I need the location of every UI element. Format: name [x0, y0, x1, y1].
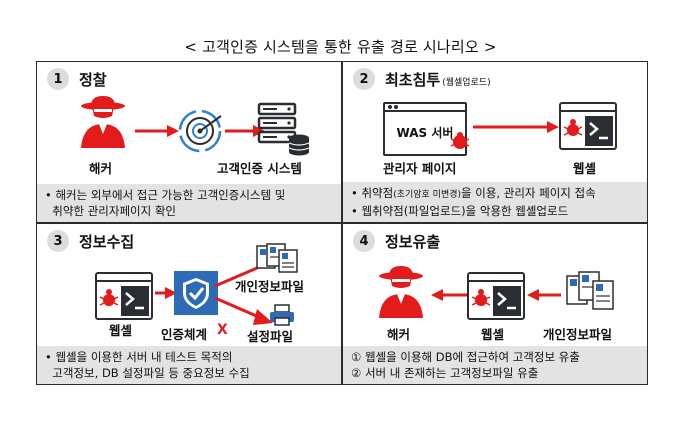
- panel-initial-access: 2 최초침투(웹셀업로드) WAS 서버 관리자 페이지 웹셸 • 취: [342, 61, 648, 223]
- shield-check-icon: [174, 271, 218, 315]
- desc-text: • 취약점: [351, 186, 394, 200]
- step-title: 정찰: [79, 70, 107, 89]
- step-number: 2: [353, 68, 375, 90]
- arrow-icon: [225, 125, 265, 137]
- bug-icon: [450, 132, 470, 149]
- step-header: 2 최초침투(웹셀업로드): [353, 68, 491, 90]
- personal-info-file-label: 개인정보파일: [543, 327, 613, 342]
- desc-line: • 해커는 외부에서 접근 가능한 고객인증시스템 및: [45, 188, 286, 202]
- desc-line: • 웹셸을 이용한 서버 내 테스트 목적의: [45, 350, 233, 364]
- auth-system-label: 인증체계: [161, 327, 208, 342]
- step-number: 4: [353, 230, 375, 252]
- webshell-terminal-icon: [95, 272, 153, 320]
- document-files-icon: [256, 243, 298, 273]
- panel-description: ① 웹셸을 이용해 DB에 접근하여 고객정보 유출 ② 서버 내 존재하는 고…: [343, 346, 647, 384]
- arrow-icon: [473, 121, 559, 133]
- panel-collection: 3 정보수집 웹셸 인증체계 X: [36, 223, 342, 385]
- panel-description: • 취약점(초기암호 미변경)을 이용, 관리자 페이지 접속 • 웹취약점(파…: [343, 182, 647, 222]
- desc-line: 취약한 관리자페이지 확인: [45, 204, 177, 218]
- desc-line: ② 서버 내 존재하는 고객정보파일 유출: [351, 366, 539, 380]
- desc-note: (초기암호 미변경): [393, 190, 462, 200]
- desc-line: • 취약점(초기암호 미변경)을 이용, 관리자 페이지 접속: [351, 185, 639, 203]
- window-dot: [388, 105, 392, 109]
- desc-text: 을 이용, 관리자 페이지 접속: [461, 186, 596, 200]
- step-number: 3: [47, 230, 69, 252]
- was-server-window: WAS 서버: [383, 102, 467, 156]
- system-label: 고객인증 시스템: [217, 161, 302, 176]
- blocked-x-mark: X: [217, 322, 228, 338]
- panel-description: • 해커는 외부에서 접근 가능한 고객인증시스템 및 취약한 관리자페이지 확…: [37, 184, 341, 222]
- step-header: 1 정찰: [47, 68, 107, 90]
- step-header: 3 정보수집: [47, 230, 134, 252]
- step-title-text: 최초침투: [385, 70, 441, 89]
- panel-exfiltration: 4 정보유출 해커 웹셸: [342, 223, 648, 385]
- step-subtitle: (웹셀업로드): [442, 77, 491, 88]
- panel-description: • 웹셸을 이용한 서버 내 테스트 목적의 고객정보, DB 설정파일 등 중…: [37, 346, 341, 384]
- hacker-icon: [379, 266, 423, 318]
- arrow-left-icon: [431, 289, 467, 301]
- panel-recon: 1 정찰 해커 고객인증 시스템 • 해커는 외부에서: [36, 61, 342, 223]
- hacker-label: 해커: [387, 327, 411, 342]
- desc-line: • 웹취약점(파일업로드)을 악용한 웹셸업로드: [351, 204, 569, 218]
- window-dot: [394, 105, 398, 109]
- server-database-icon: [257, 102, 310, 156]
- diagram-title: < 고객인증 시스템을 통한 유출 경로 시나리오 >: [184, 38, 497, 56]
- arrow-icon: [135, 125, 179, 137]
- target-scan-icon: [178, 109, 222, 153]
- document-files-icon: [566, 271, 614, 310]
- webshell-label: 웹셸: [481, 327, 505, 342]
- hacker-label: 해커: [89, 161, 113, 176]
- was-server-label: WAS 서버: [396, 126, 454, 140]
- step-number: 1: [47, 68, 69, 90]
- step-header: 4 정보유출: [353, 230, 440, 252]
- arrow-left-icon: [527, 289, 561, 301]
- desc-line: ① 웹셸을 이용해 DB에 접근하여 고객정보 유출: [351, 350, 580, 364]
- admin-page-label: 관리자 페이지: [383, 161, 457, 176]
- desc-line: 고객정보, DB 설정파일 등 중요정보 수집: [45, 366, 250, 380]
- arrow-icon: [155, 287, 177, 299]
- step-title: 정보유출: [385, 232, 441, 251]
- step-title: 최초침투(웹셀업로드): [385, 69, 491, 90]
- config-file-label: 설정파일: [247, 329, 294, 344]
- webshell-terminal-icon: [467, 272, 525, 320]
- webshell-terminal-icon: [559, 102, 617, 150]
- step-title: 정보수집: [79, 232, 135, 251]
- hacker-icon: [81, 96, 125, 148]
- arrow-down-icon: [214, 296, 273, 325]
- personal-info-file-label: 개인정보파일: [235, 279, 305, 294]
- webshell-label: 웹셸: [109, 323, 133, 338]
- printer-config-icon: [270, 304, 294, 326]
- webshell-label: 웹셸: [573, 161, 597, 176]
